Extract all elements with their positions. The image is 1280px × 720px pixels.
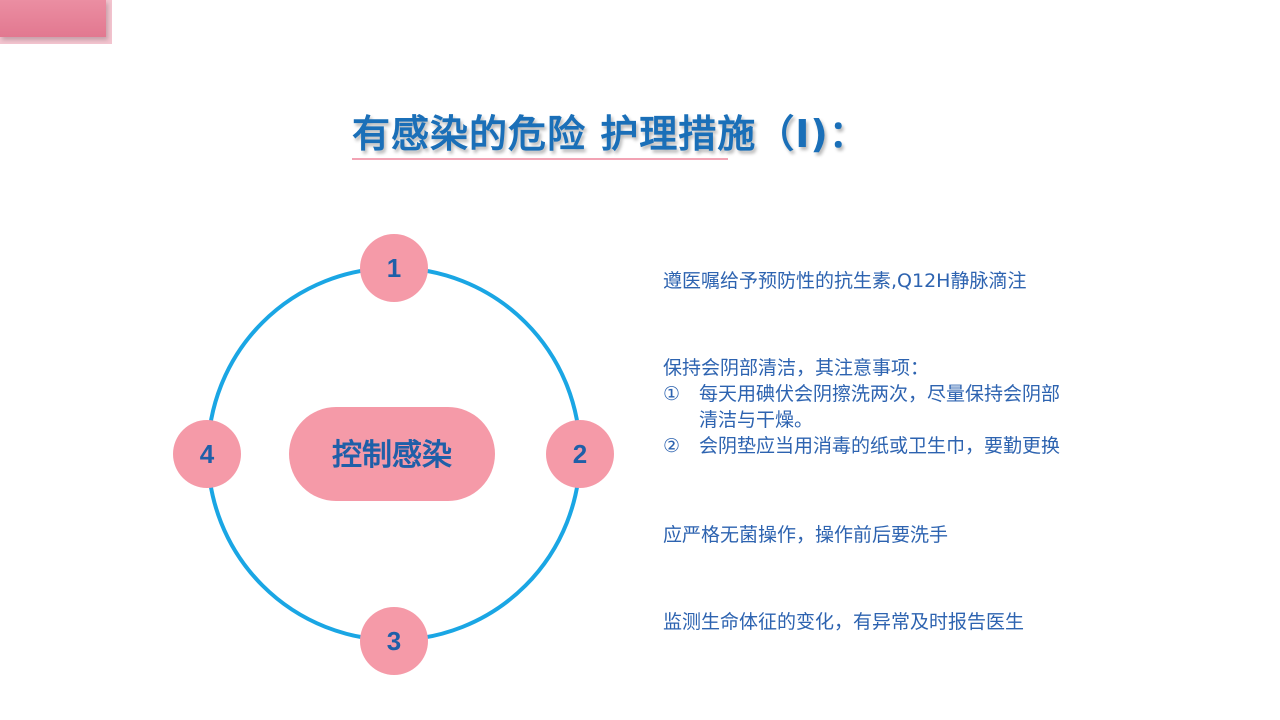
node-3-label: 3 <box>387 626 401 656</box>
subitem-2-line-1: 会阴垫应当用消毒的纸或卫生巾，要勤更换 <box>699 435 1061 457</box>
node-3: 3 <box>360 607 428 675</box>
subitem-1-line-2: 清洁与干燥。 <box>699 409 814 431</box>
item-2-text: 保持会阴部清洁，其注意事项： <box>663 357 930 379</box>
subitem-1-number: ① <box>663 383 681 405</box>
slide-title: 有感染的危险 护理措施（I)： <box>352 112 868 156</box>
node-1: 1 <box>360 234 428 302</box>
title-underline <box>352 158 728 160</box>
node-2: 2 <box>546 420 614 488</box>
item-2-subitem-1: ① 每天用碘伏会阴擦洗两次，尽量保持会阴部 清洁与干燥。 <box>663 381 1060 433</box>
item-1-text: 遵医嘱给予预防性的抗生素,Q12H静脉滴注 <box>663 270 1027 292</box>
item-2-subitem-2: ② 会阴垫应当用消毒的纸或卫生巾，要勤更换 <box>663 433 1060 459</box>
node-1-label: 1 <box>387 253 401 283</box>
item-2: 保持会阴部清洁，其注意事项： ① 每天用碘伏会阴擦洗两次，尽量保持会阴部 清洁与… <box>663 355 1060 459</box>
center-label: 控制感染 <box>332 438 452 473</box>
item-3-text: 应严格无菌操作，操作前后要洗手 <box>663 524 949 546</box>
center-pill: 控制感染 <box>289 407 495 501</box>
subitem-2-number: ② <box>663 435 681 457</box>
subitem-1-line-1: 每天用碘伏会阴擦洗两次，尽量保持会阴部 <box>699 383 1061 405</box>
node-4: 4 <box>173 420 241 488</box>
item-4-text: 监测生命体征的变化，有异常及时报告医生 <box>663 611 1025 633</box>
corner-decoration <box>0 0 120 44</box>
node-4-label: 4 <box>200 439 215 469</box>
node-2-label: 2 <box>573 439 587 469</box>
